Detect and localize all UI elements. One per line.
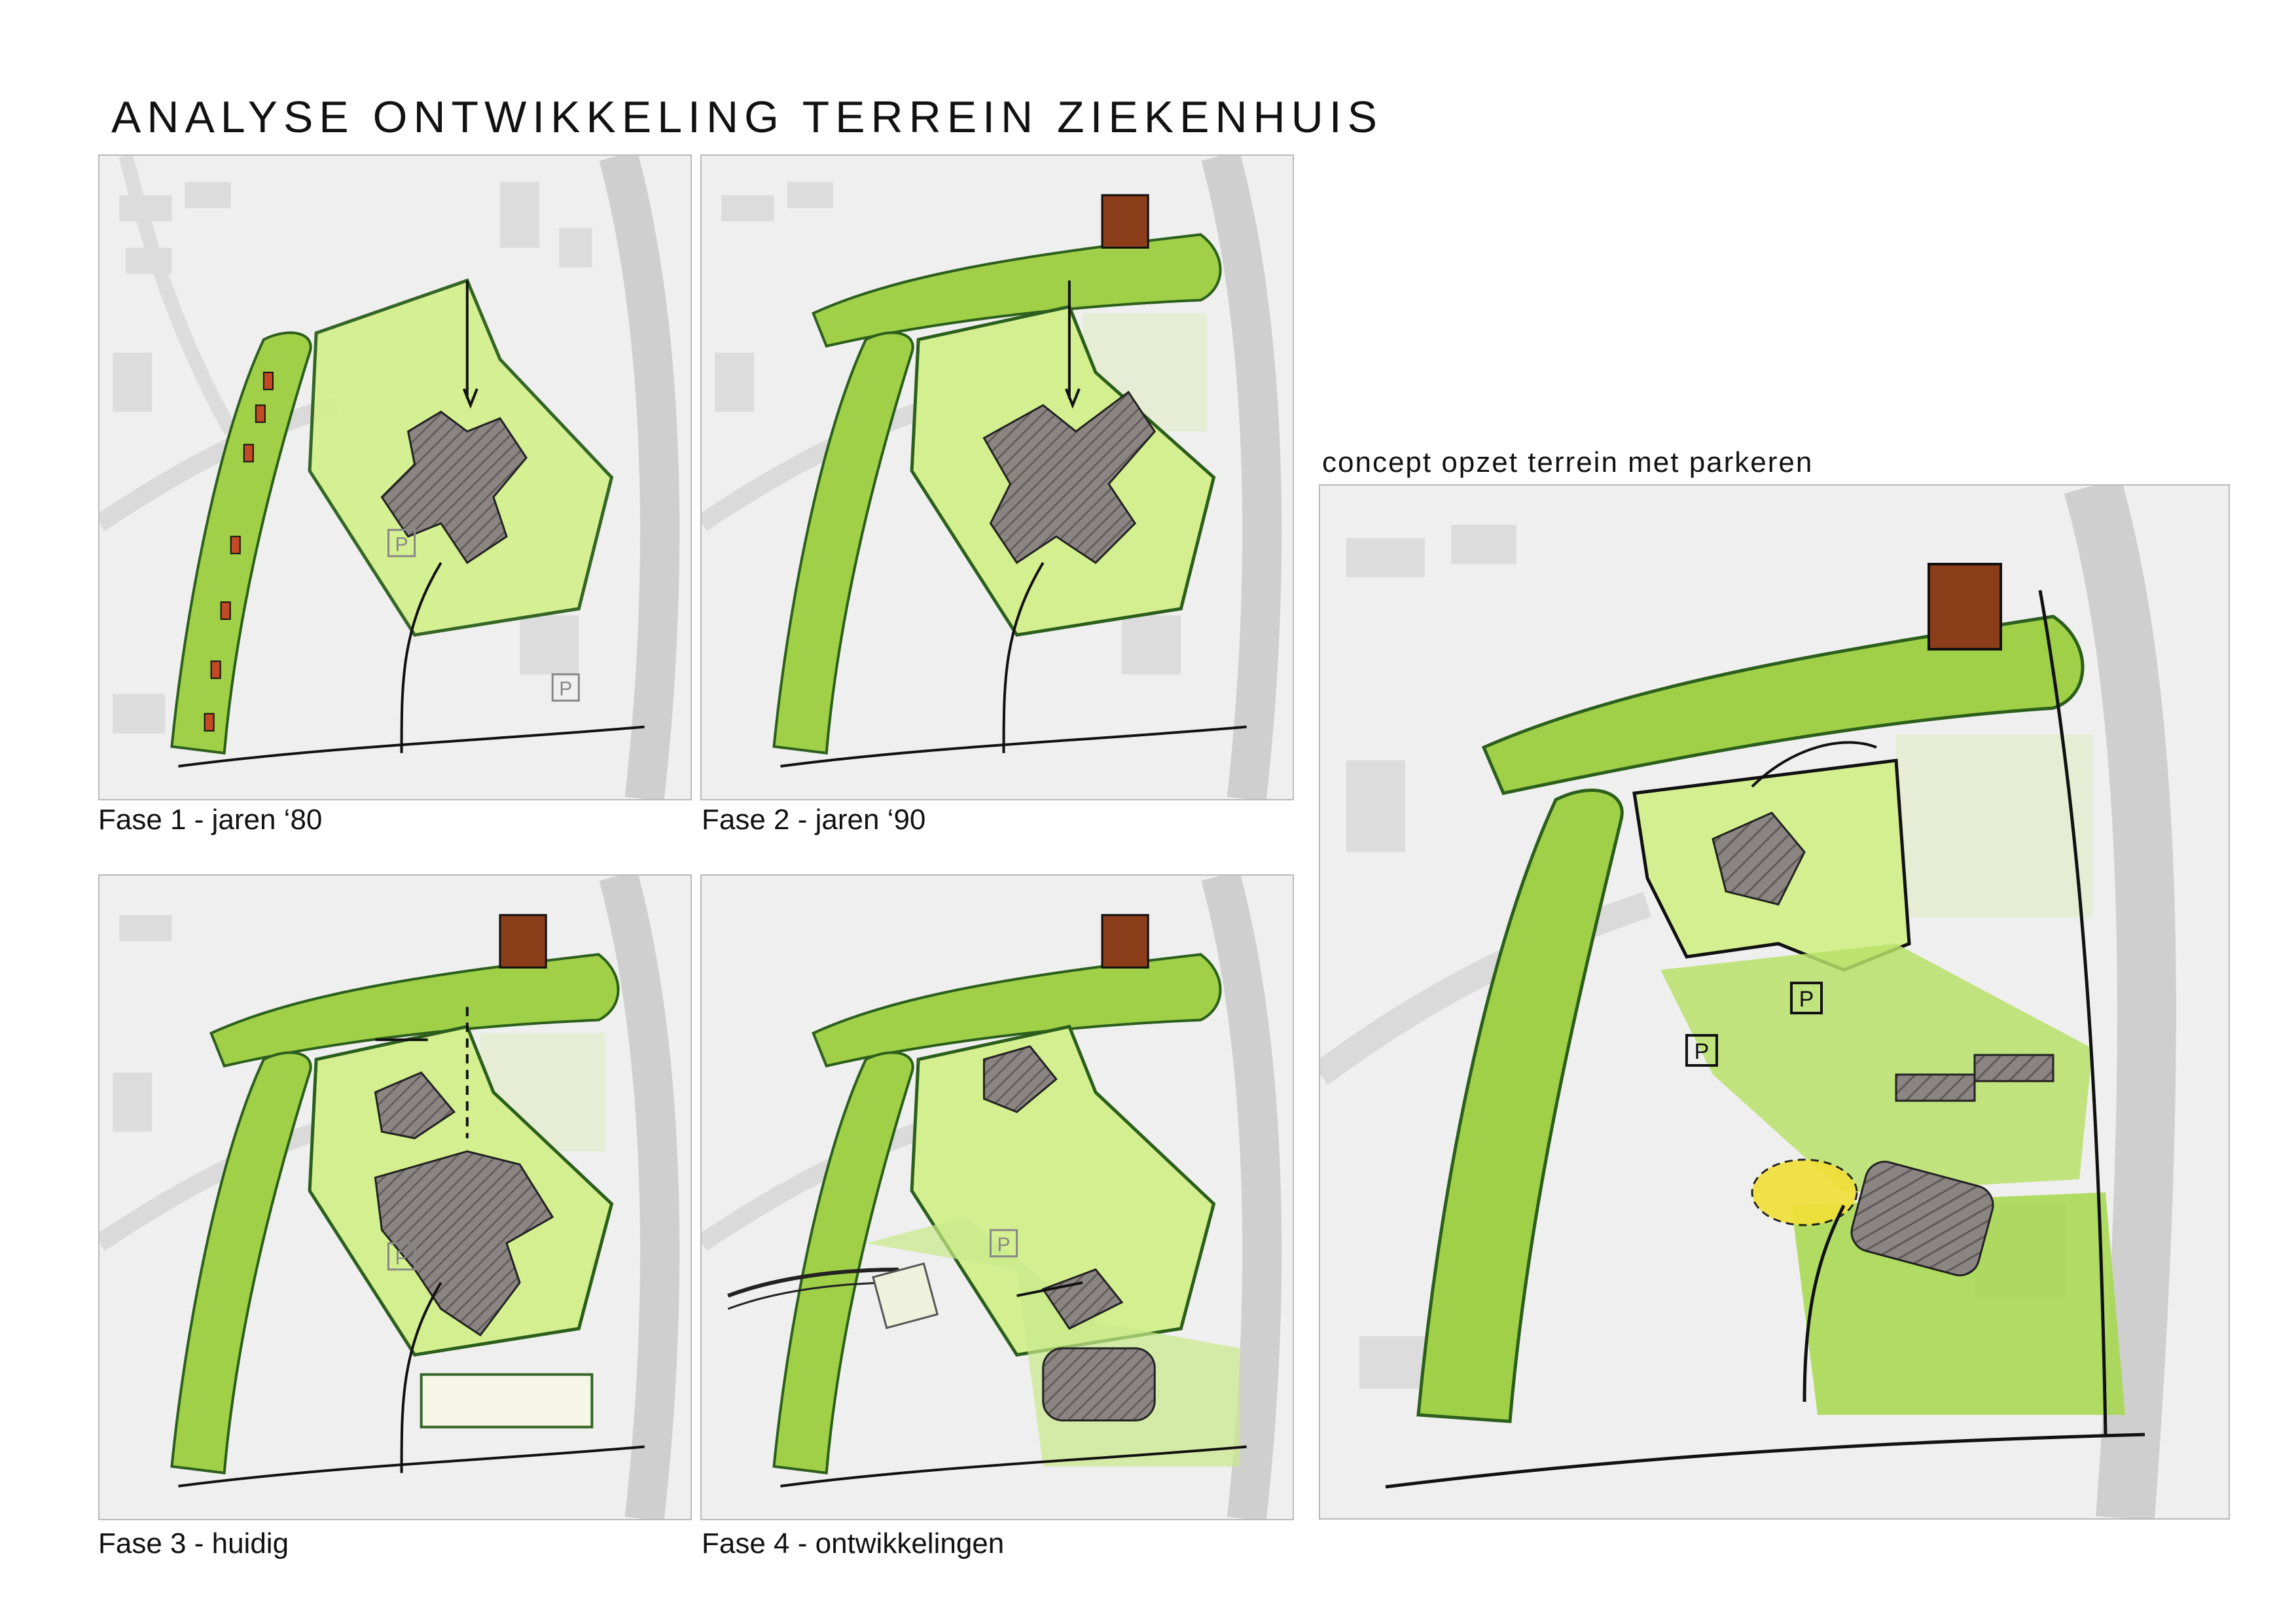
- map-panel-fase-4: P: [700, 874, 1294, 1520]
- map-panel-fase-3: P: [98, 874, 692, 1520]
- roof-building: [1928, 563, 2002, 651]
- roof-building: [1101, 914, 1149, 969]
- site-plan-fase-2: [702, 156, 1293, 799]
- poster-title: ANALYSE ONTWIKKELING TERREIN ZIEKENHUIS: [111, 92, 1384, 142]
- parking-label: P: [395, 534, 408, 556]
- parking-label: P: [997, 1234, 1010, 1256]
- parking-icon: P: [387, 529, 416, 558]
- concept-title: concept opzet terrein met parkeren: [1322, 446, 1814, 478]
- parking-label: P: [1695, 1039, 1710, 1064]
- parking-label: P: [559, 679, 572, 700]
- parking-label: P: [395, 1247, 408, 1269]
- map-panel-fase-2: [700, 154, 1294, 800]
- caption-fase-1: Fase 1 - jaren ‘80: [98, 804, 323, 836]
- parking-icon: P: [1790, 982, 1823, 1014]
- map-panel-fase-1: P P: [98, 154, 692, 800]
- parking-icon: P: [1685, 1034, 1718, 1067]
- map-panel-concept: P P: [1319, 484, 2230, 1520]
- caption-fase-2: Fase 2 - jaren ‘90: [702, 804, 926, 836]
- caption-fase-4: Fase 4 - ontwikkelingen: [702, 1527, 1005, 1560]
- site-plan-fase-4: P: [702, 876, 1293, 1519]
- caption-fase-3: Fase 3 - huidig: [98, 1527, 289, 1560]
- parking-icon: P: [387, 1242, 416, 1271]
- parking-label: P: [1799, 987, 1814, 1012]
- site-plan-fase-1: P P: [99, 156, 691, 799]
- parking-icon: P: [551, 673, 580, 702]
- parking-icon: P: [989, 1229, 1018, 1258]
- roof-building: [499, 914, 547, 969]
- site-plan-fase-3: P: [99, 876, 691, 1519]
- site-plan-concept: P P: [1320, 486, 2229, 1518]
- roof-building: [1101, 194, 1149, 249]
